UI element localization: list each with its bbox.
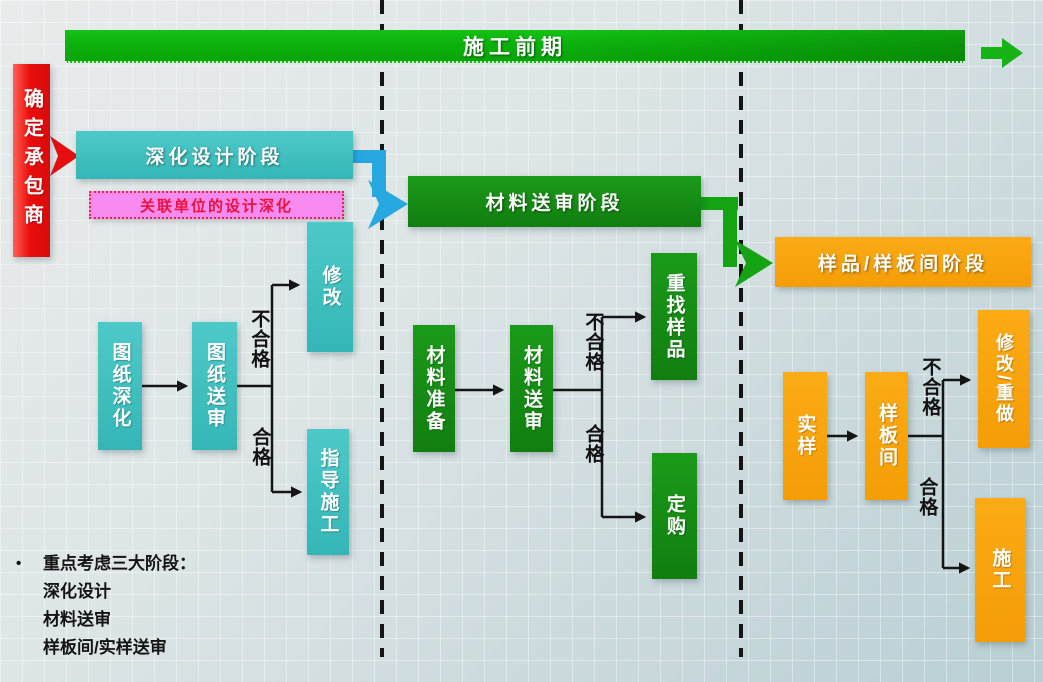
design-to-material-arrow-icon: [353, 150, 408, 229]
design-phase-header: 深化设计阶段: [76, 131, 353, 179]
material-step-review: 材料送审: [510, 325, 553, 452]
key-stages-notes: • 重点考虑三大阶段： 深化设计 材料送审 样板间/实样送审: [16, 550, 196, 662]
material-pass-label: 合格: [582, 424, 604, 464]
material-phase-header: 材料送审阶段: [408, 176, 701, 227]
timeline-arrow-icon: [981, 38, 1023, 68]
note-bullet: •: [16, 555, 22, 572]
design-fail-action-box: 修改: [307, 222, 353, 352]
note-item-design: 深化设计: [43, 582, 111, 601]
notes-title: 重点考虑三大阶段：: [43, 554, 196, 573]
design-pass-action-box: 指导施工: [307, 429, 349, 555]
note-item-sample: 样板间/实样送审: [43, 638, 167, 657]
contractor-box: 确定承包商: [13, 64, 50, 257]
sample-pass-action-box: 施工: [975, 498, 1025, 642]
sample-step-real-sample: 实样: [783, 372, 827, 500]
sample-pass-label: 合格: [916, 477, 938, 517]
design-pass-label: 合格: [249, 427, 271, 467]
related-design-box: 关联单位的设计深化: [89, 191, 344, 219]
contractor-arrow-icon: [50, 136, 79, 176]
sample-flow-lines: [827, 374, 972, 574]
material-flow-lines: [455, 311, 647, 523]
note-item-material: 材料送审: [43, 610, 111, 629]
timeline-banner-label: 施工前期: [463, 35, 567, 59]
design-fail-label: 不合格: [248, 309, 270, 369]
sample-step-model-room: 样板间: [865, 372, 908, 500]
timeline-banner: 施工前期: [65, 30, 965, 63]
material-fail-label: 不合格: [582, 312, 604, 372]
material-pass-action-box: 定购: [652, 453, 697, 579]
sample-phase-header: 样品/样板间阶段: [775, 237, 1031, 287]
sample-fail-action-box: 修改/重做: [978, 310, 1030, 448]
material-to-sample-arrow-icon: [701, 197, 773, 287]
material-fail-action-box: 重找样品: [651, 253, 697, 380]
design-step-drawing-review: 图纸送审: [192, 322, 237, 450]
sample-fail-label: 不合格: [919, 357, 941, 417]
material-step-prepare: 材料准备: [413, 325, 455, 452]
design-flow-lines: [142, 279, 303, 498]
design-step-drawing-deepen: 图纸深化: [98, 322, 142, 450]
